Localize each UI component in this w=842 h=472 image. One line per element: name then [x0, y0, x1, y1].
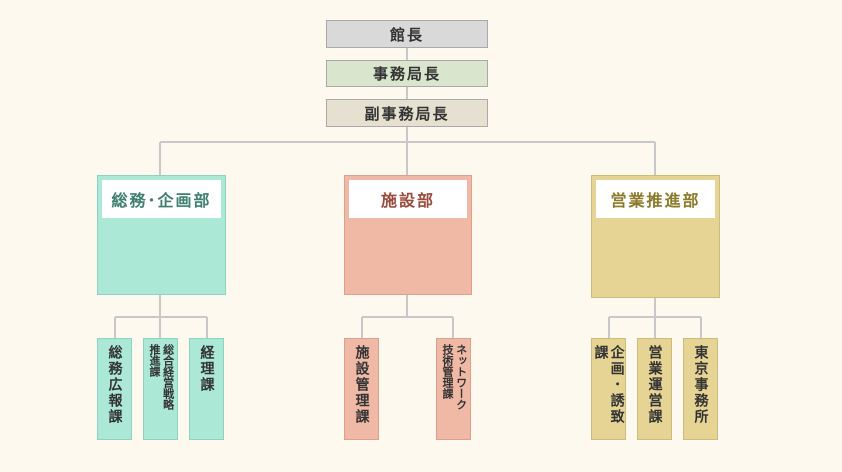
deputy-secretary-general-box: 副事務局長 [326, 99, 488, 127]
unit-sales-operations: 営業運営課 [637, 338, 672, 440]
dept-facilities: 施設部 [344, 175, 472, 295]
deputy-secretary-general-label: 副事務局長 [364, 104, 450, 123]
unit-label: 企画･誘致課 [592, 345, 625, 425]
unit-tokyo-office: 東京事務所 [683, 338, 718, 440]
director-label: 館長 [389, 25, 424, 44]
director-box: 館長 [326, 20, 488, 48]
unit-network-tech: ネットワーク 技術管理課 [436, 338, 471, 440]
dept-title: 施設部 [349, 180, 467, 218]
unit-label-col1: 推進課 [148, 344, 161, 377]
unit-label: 東京事務所 [692, 345, 709, 425]
unit-strategy-promotion: 総合経営戦略 推進課 [143, 338, 178, 440]
dept-general-affairs: 総務･企画部 [97, 175, 226, 295]
unit-label-col2: ネットワーク [454, 344, 468, 410]
unit-label: 施設管理課 [353, 345, 370, 425]
dept-sales-promotion: 営業推進部 [591, 175, 720, 298]
unit-label: 営業運営課 [646, 345, 663, 425]
secretary-general-box: 事務局長 [326, 60, 488, 87]
unit-general-pr: 総務広報課 [97, 338, 132, 440]
unit-accounting: 経理課 [189, 338, 224, 440]
dept-title: 営業推進部 [596, 180, 715, 218]
unit-label: 総務広報課 [106, 345, 123, 425]
secretary-general-label: 事務局長 [372, 65, 441, 83]
unit-label-col1: 技術管理課 [441, 344, 454, 399]
unit-label: 経理課 [198, 345, 215, 393]
unit-label-col2: 総合経営戦略 [161, 344, 175, 410]
unit-facility-management: 施設管理課 [344, 338, 379, 440]
dept-title: 総務･企画部 [102, 180, 221, 218]
unit-planning-attraction: 企画･誘致課 [591, 338, 626, 440]
